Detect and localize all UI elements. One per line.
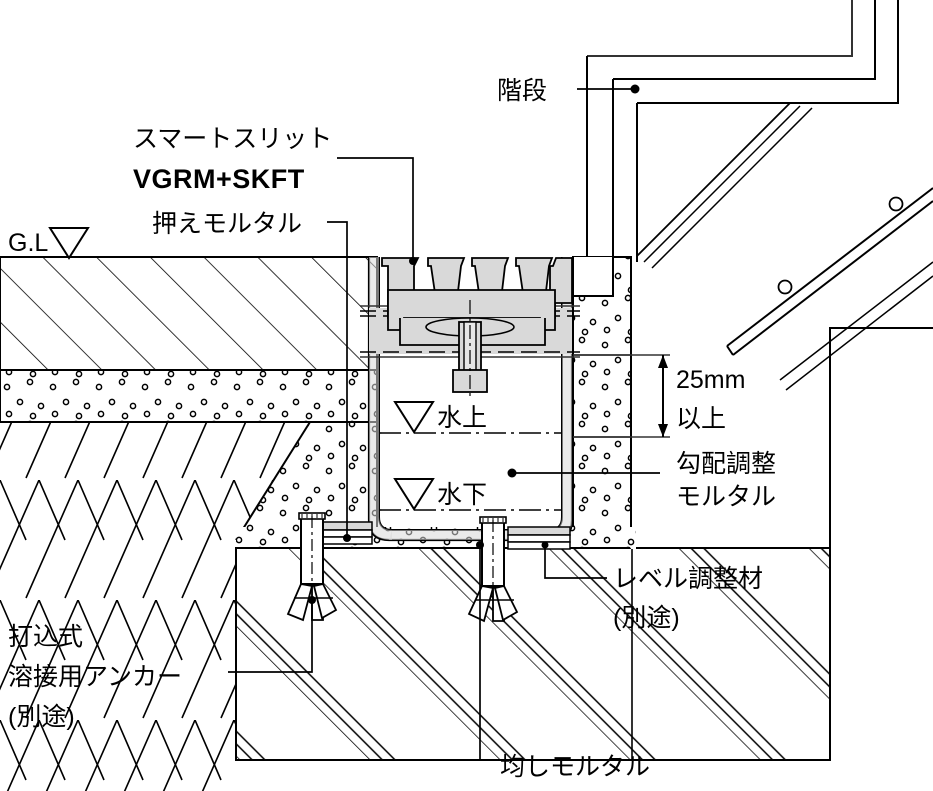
ground-level-marker-icon bbox=[48, 227, 90, 260]
smart-slit-kana-label: スマートスリット bbox=[133, 125, 332, 153]
ground-level-label: G.L bbox=[8, 229, 48, 257]
leader-lines bbox=[228, 84, 660, 761]
leveling-mortar-label: 均しモルタル bbox=[500, 753, 650, 781]
weld-anchor-left bbox=[286, 512, 338, 622]
handrail bbox=[726, 187, 933, 391]
smart-slit-code-label: VGRM+SKFT bbox=[133, 164, 305, 194]
leader-press-mortar bbox=[327, 221, 348, 538]
leader-smart-slit bbox=[337, 157, 414, 260]
water-upper-marker-icon bbox=[393, 401, 435, 434]
level-adjuster-label-line1: レベル調整材 bbox=[613, 565, 763, 593]
water-upper-label: 水上 bbox=[437, 404, 487, 432]
leader-level-adjuster bbox=[544, 545, 607, 579]
water-lower-label: 水下 bbox=[437, 481, 487, 509]
weld-anchor-label-line1: 打込式 bbox=[8, 623, 83, 651]
water-level-lines bbox=[379, 432, 562, 511]
weld-anchor-center bbox=[467, 516, 519, 623]
leader-weld-anchor bbox=[228, 600, 313, 673]
handrail-baluster-icon bbox=[888, 196, 904, 212]
staircase-structure bbox=[586, 0, 899, 269]
leveling-mortar-slab bbox=[235, 547, 831, 761]
ground-mortar-layer bbox=[0, 256, 378, 371]
dimension-25mm bbox=[573, 354, 670, 438]
level-adjuster-assembly bbox=[507, 526, 571, 550]
press-mortar-label: 押えモルタル bbox=[152, 210, 302, 238]
dimension-qualifier-label: 以上 bbox=[676, 405, 726, 433]
ground-concrete-layer bbox=[0, 369, 378, 423]
level-adjuster-label-line2: (別途) bbox=[613, 604, 680, 632]
handrail-baluster-icon bbox=[777, 279, 793, 295]
slope-mortar-label-line2: モルタル bbox=[676, 483, 776, 511]
dimension-value-label: 25mm bbox=[676, 366, 745, 394]
weld-anchor-label-line3: (別途) bbox=[8, 703, 75, 731]
water-lower-marker-icon bbox=[393, 478, 435, 511]
stairs-label: 階段 bbox=[497, 77, 547, 105]
slope-mortar-label-line1: 勾配調整 bbox=[676, 450, 776, 478]
center-anchor-bolt bbox=[452, 300, 488, 398]
smart-slit-grating bbox=[381, 257, 573, 346]
weld-anchor-label-line2: 溶接用アンカー bbox=[8, 663, 182, 691]
slope-adjust-concrete bbox=[572, 256, 632, 549]
